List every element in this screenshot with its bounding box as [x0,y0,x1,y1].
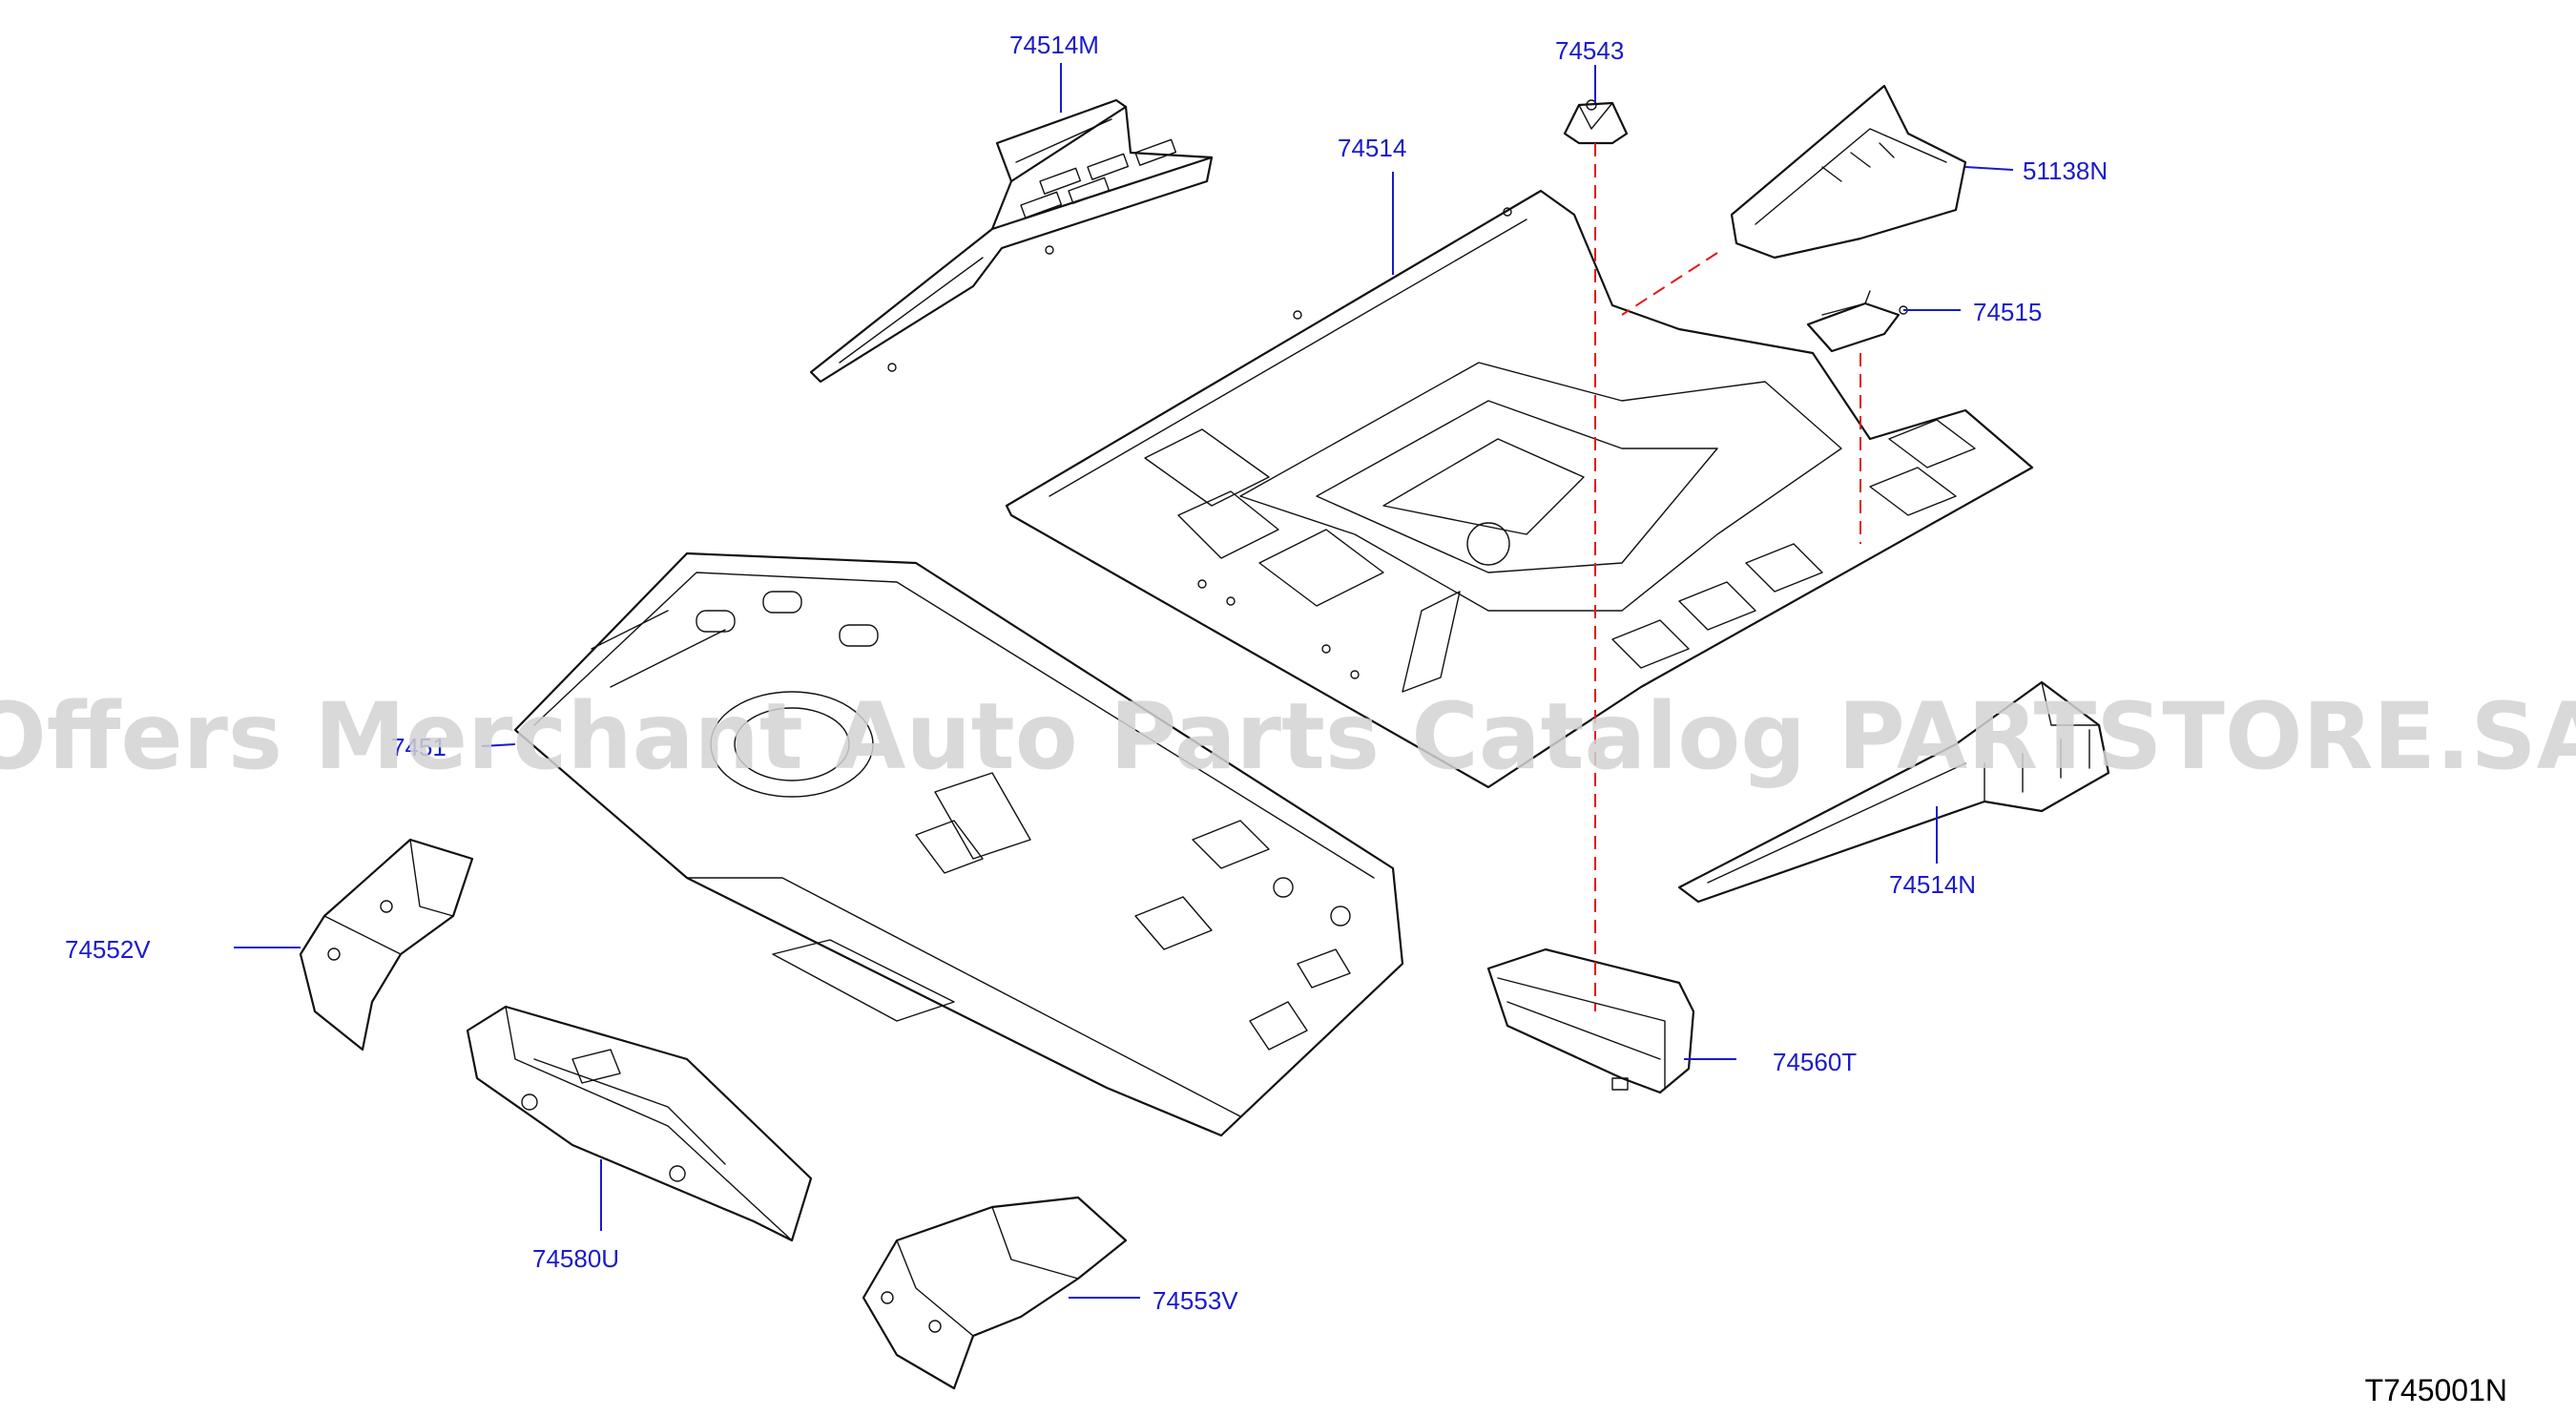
callout-74553V[interactable]: 74553V [1153,1286,1238,1315]
callout-74543[interactable]: 74543 [1555,36,1624,65]
diagram-code: T745001N [2365,1373,2507,1407]
watermark-text: Offers Merchant Auto Parts Catalog PARTS… [0,683,2576,790]
part-74514N[interactable] [1677,680,2110,904]
callout-74580U[interactable]: 74580U [532,1244,619,1273]
part-74560T[interactable] [1486,947,1695,1094]
part-74514[interactable] [1005,189,2034,789]
part-74543[interactable] [1563,99,1629,145]
alignment-guides [1594,143,1861,1011]
part-7451x[interactable] [513,552,1404,1137]
leader-lines [234,63,2014,1299]
callout-74560T[interactable]: 74560T [1773,1048,1857,1076]
callout-51138N[interactable]: 51138N [2023,156,2108,185]
part-74553V[interactable] [862,1196,1128,1390]
callout-74514M[interactable]: 74514M [1009,31,1099,59]
part-74515[interactable] [1806,290,1908,353]
callout-7451x[interactable]: 7451 [391,733,447,761]
part-74514M[interactable] [809,98,1214,384]
callout-74552V[interactable]: 74552V [65,935,151,964]
part-51138N[interactable] [1730,84,1967,260]
callout-74514N[interactable]: 74514N [1889,870,1976,899]
callout-74514[interactable]: 74514 [1338,134,1406,162]
part-74552V[interactable] [299,838,474,1052]
part-74580U[interactable] [466,1005,813,1242]
callout-labels: 74514M 74514 74543 51138N 74515 7451 745… [65,31,2108,1315]
callout-74515[interactable]: 74515 [1973,298,2042,326]
